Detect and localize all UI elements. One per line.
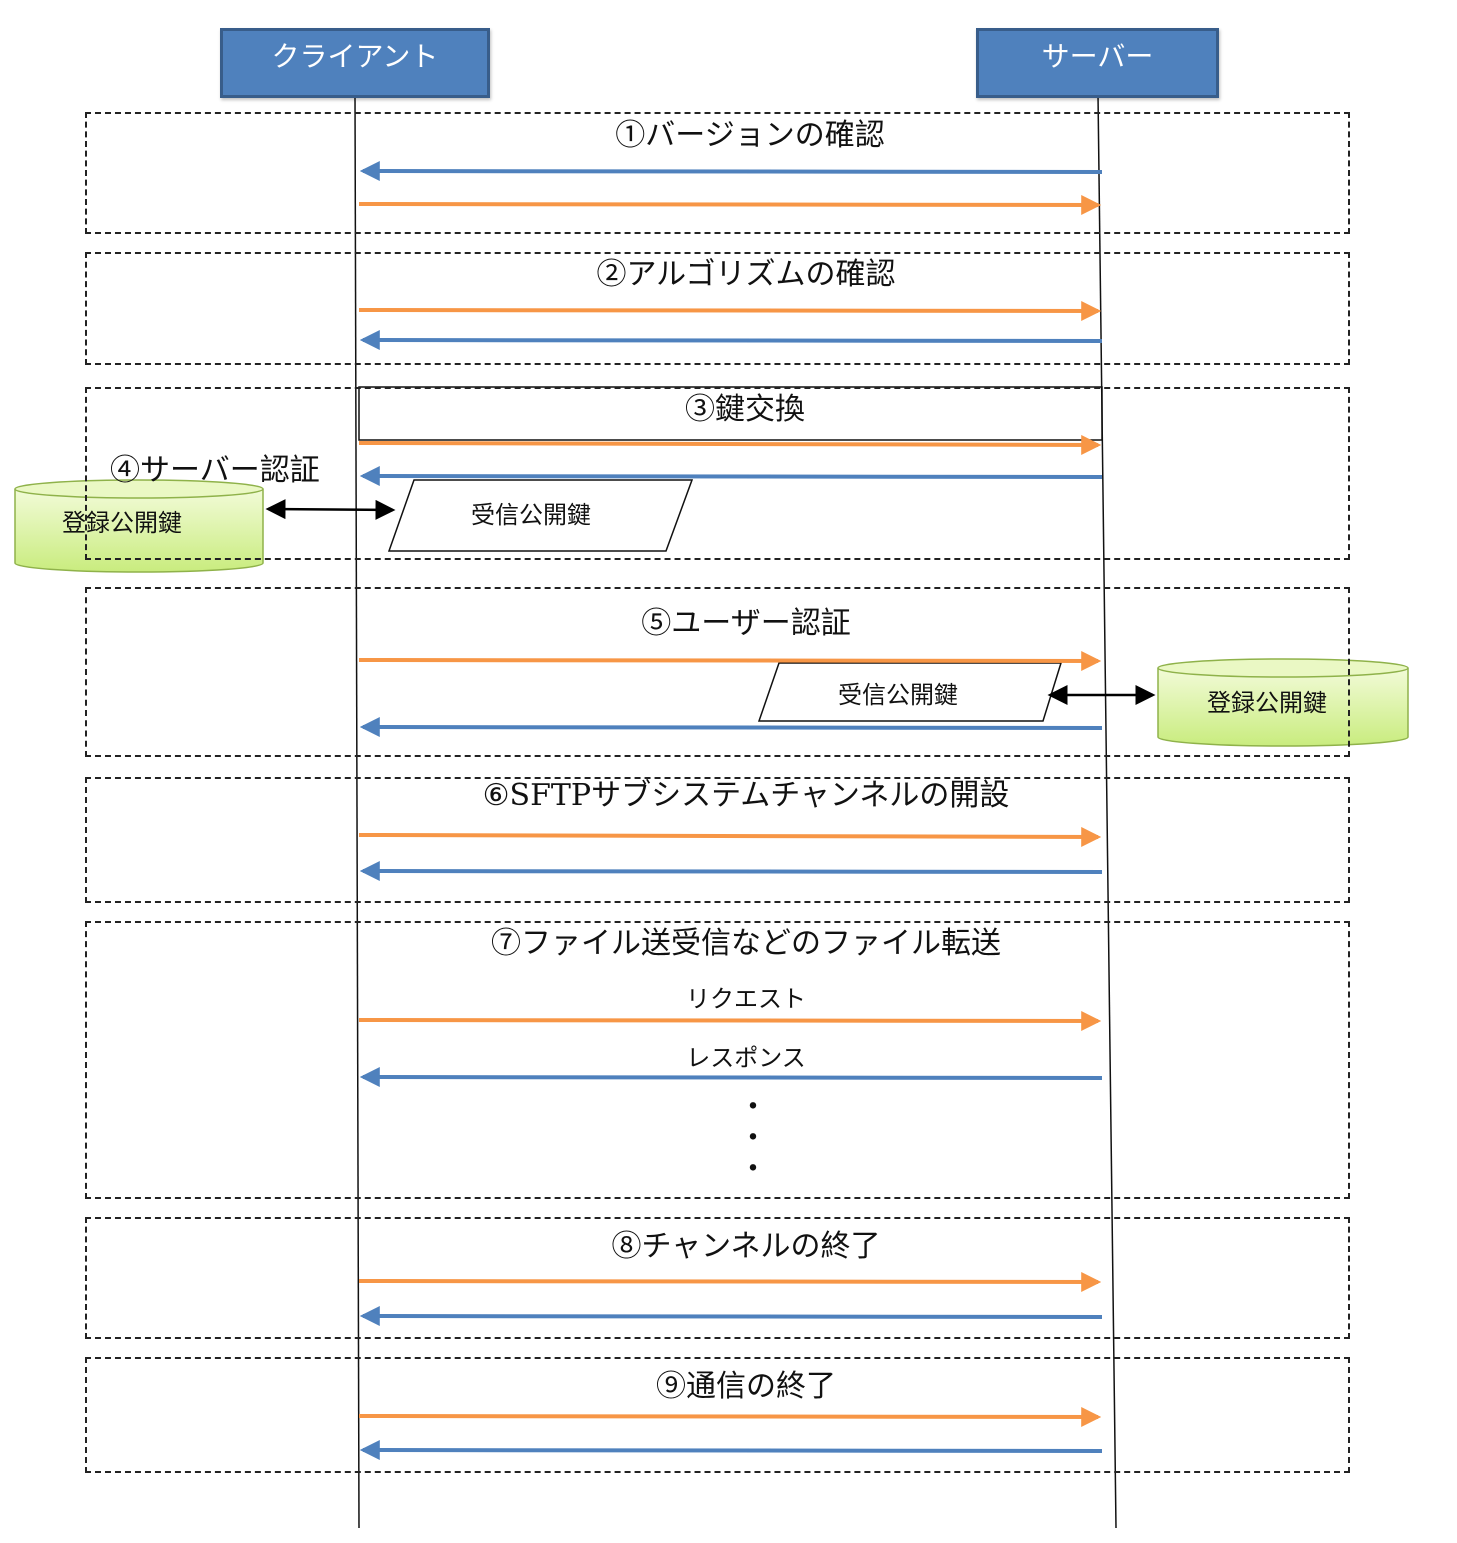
section-title-7: ⑦ファイル送受信などのファイル転送 xyxy=(491,926,1001,961)
section-connection-close xyxy=(85,1357,1350,1473)
section-title-6: ⑥SFTPサブシステムチャンネルの開設 xyxy=(482,778,1010,813)
section-user-auth xyxy=(85,587,1350,757)
registered-key-server-db xyxy=(1157,658,1409,747)
continuation-dots: ・ ・ ・ xyxy=(738,1090,768,1187)
section-channel-close xyxy=(85,1217,1350,1339)
s8-client-to-server-arrow xyxy=(358,1271,1102,1292)
server-lifeline xyxy=(1097,94,1117,1529)
registered-key-server-label: 登録公開鍵 xyxy=(1207,689,1327,717)
section-version-check xyxy=(85,112,1350,234)
s6-server-to-client-arrow xyxy=(359,861,1103,882)
s3-client-to-server-arrow xyxy=(358,434,1102,455)
s2-server-to-client-arrow xyxy=(359,330,1103,351)
s9-client-to-server-arrow xyxy=(358,1406,1102,1427)
received-key-client-label: 受信公開鍵 xyxy=(471,501,591,529)
s5-server-to-client-arrow xyxy=(359,717,1103,738)
response-label: レスポンス xyxy=(686,1044,806,1072)
section-title-2: ②アルゴリズムの確認 xyxy=(596,257,896,292)
client-actor-box: クライアント xyxy=(220,28,490,98)
client-actor-label: クライアント xyxy=(271,40,439,73)
s1-client-to-server-arrow xyxy=(358,194,1102,215)
section-title-5: ⑤ユーザー認証 xyxy=(641,606,851,641)
client-lifeline xyxy=(354,94,360,1529)
server-actor-label: サーバー xyxy=(1041,40,1154,73)
section-title-1: ①バージョンの確認 xyxy=(615,118,885,153)
section-algorithm-check xyxy=(85,252,1350,365)
s8-server-to-client-arrow xyxy=(359,1306,1103,1327)
s9-server-to-client-arrow xyxy=(359,1440,1103,1461)
received-key-client-shape xyxy=(387,479,694,552)
section-title-8: ⑧チャンネルの終了 xyxy=(611,1229,881,1264)
s6-client-to-server-arrow xyxy=(358,826,1102,847)
received-key-server-shape xyxy=(757,662,1063,722)
s2-client-to-server-arrow xyxy=(358,300,1102,321)
section-sftp-channel xyxy=(85,777,1350,903)
s3-server-to-client-arrow xyxy=(359,466,1103,487)
section-file-transfer xyxy=(85,921,1350,1199)
s5-client-to-server-arrow xyxy=(358,650,1102,671)
section-title-9: ⑨通信の終了 xyxy=(656,1369,836,1404)
s7-request-arrow xyxy=(358,1010,1102,1031)
client-key-compare-arrow xyxy=(265,499,396,520)
section-title-4: ④サーバー認証 xyxy=(110,453,320,488)
server-actor-box: サーバー xyxy=(976,28,1219,98)
section-key-exchange xyxy=(85,387,1350,560)
received-key-server-label: 受信公開鍵 xyxy=(838,681,958,709)
s7-response-arrow xyxy=(359,1067,1103,1088)
section-title-3: ③鍵交換 xyxy=(685,392,805,427)
registered-key-client-label: 登録公開鍵 xyxy=(62,509,182,537)
s1-server-to-client-arrow xyxy=(359,161,1103,182)
registered-key-client-db xyxy=(14,479,264,573)
request-label: リクエスト xyxy=(686,985,806,1013)
